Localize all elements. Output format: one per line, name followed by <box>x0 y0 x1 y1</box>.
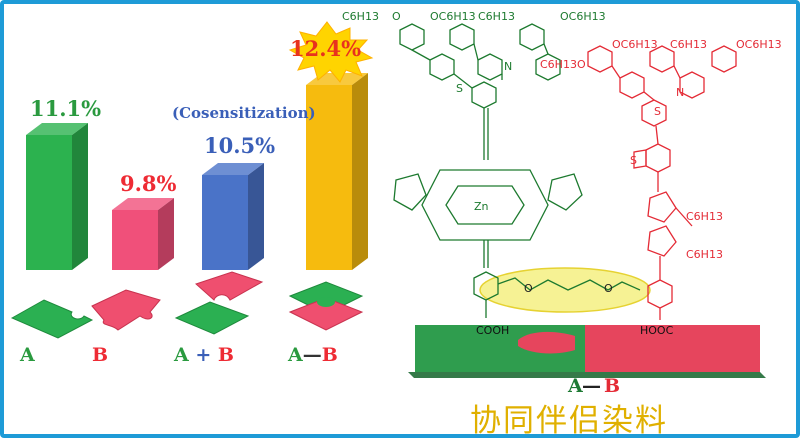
category-label-a-b: A—B <box>288 344 338 366</box>
dye-b <box>587 45 737 320</box>
dye-a <box>393 23 641 318</box>
value-label-b: 9.8% <box>120 171 177 196</box>
chem-label-o2: O <box>604 282 613 295</box>
bar-0-front <box>26 135 72 270</box>
bar-3-front <box>306 85 352 270</box>
bar-1-side <box>158 198 174 270</box>
chem-label-b-hex2: C6H13 <box>686 248 723 261</box>
chem-label-a-4: C6H13 <box>478 10 515 23</box>
chem-label-zn: Zn <box>474 200 489 213</box>
chem-label-a-3: OC6H13 <box>430 10 476 23</box>
bar-1-top <box>112 198 174 210</box>
chem-label-b-sbtd: S <box>630 154 637 167</box>
chem-label-a-5: OC6H13 <box>560 10 606 23</box>
puzzle-platform <box>408 325 766 378</box>
value-label-ab: 10.5% <box>204 133 276 158</box>
puzzle-piece-a <box>10 299 94 339</box>
chem-label-b-1: C6H13O <box>540 58 586 71</box>
value-label-a-b: 12.4% <box>290 36 362 61</box>
puzzle-piece-ab-top <box>195 271 264 301</box>
chem-label-hooc: HOOC <box>640 324 674 337</box>
bar-0-top <box>26 123 88 135</box>
cosensitization-annotation: (Cosensitization) <box>172 104 316 122</box>
platform-label-a: A <box>567 375 583 397</box>
category-label-ab: A + B <box>174 344 234 366</box>
bar-0-side <box>72 123 88 270</box>
svg-text:—: — <box>582 375 601 397</box>
bar-3-side <box>352 73 368 270</box>
bar-2-top <box>202 163 264 175</box>
chem-label-b-s: S <box>654 105 661 118</box>
chem-label-a-n: N <box>504 60 512 73</box>
chem-label-cooh: COOH <box>476 324 509 337</box>
chem-label-b-2: OC6H13 <box>612 38 658 51</box>
bar-2-front <box>202 175 248 270</box>
chem-label-o1: O <box>524 282 533 295</box>
puzzle-piece-ab-bottom <box>174 301 250 335</box>
value-label-a: 11.1% <box>30 96 102 121</box>
chem-label-b-n: N <box>676 86 684 99</box>
category-label-a: A <box>20 344 35 366</box>
chem-label-b-hex1: C6H13 <box>686 210 723 223</box>
chem-label-a-s: S <box>456 82 463 95</box>
chem-label-a-1: C6H13 <box>342 10 379 23</box>
category-label-b: B <box>92 344 109 366</box>
caption-chinese: 协同伴侣染料 <box>470 403 668 439</box>
puzzle-piece-b <box>91 289 161 331</box>
chem-label-b-4: OC6H13 <box>736 38 782 51</box>
bar-2-side <box>248 163 264 270</box>
linker-highlight <box>479 267 651 313</box>
platform-label-b: B <box>604 375 620 397</box>
chem-label-a-2: O <box>392 10 401 23</box>
chem-label-b-3: C6H13 <box>670 38 707 51</box>
bar-1-front <box>112 210 158 270</box>
